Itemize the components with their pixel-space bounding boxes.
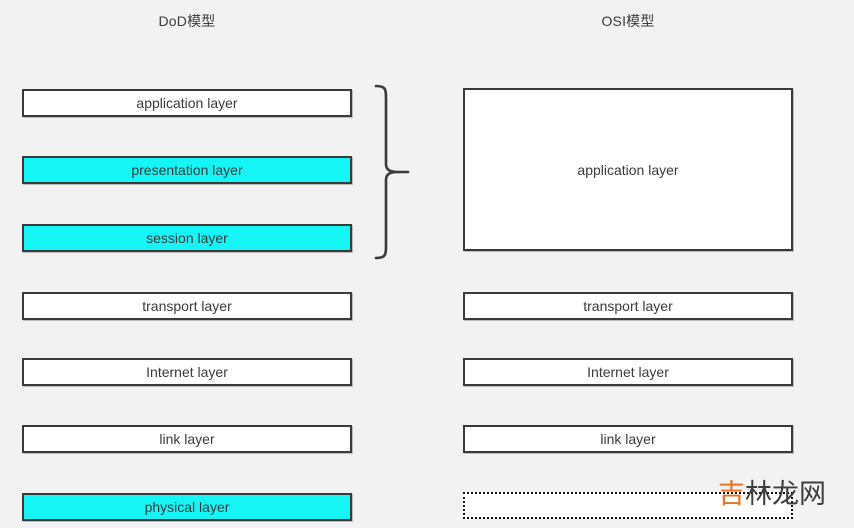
osi-layer-application-label: application layer [577,161,679,178]
watermark-accent-text: 吉 [718,479,745,510]
dod-layer-link[interactable]: link layer [22,425,352,453]
dod-layer-session[interactable]: session layer [22,224,352,252]
dod-layer-application[interactable]: application layer [22,89,352,117]
dod-layer-transport-label: transport layer [142,298,232,314]
osi-layer-application[interactable]: application layer [463,88,793,251]
watermark: 吉林龙网 [718,472,826,511]
curly-brace-right-icon [372,80,416,264]
dod-layer-physical-label: physical layer [144,499,230,515]
dod-layer-transport[interactable]: transport layer [22,292,352,320]
osi-layer-internet-label: Internet layer [587,364,669,380]
dod-layer-presentation[interactable]: presentation layer [22,156,352,184]
dod-layer-internet[interactable]: Internet layer [22,358,352,386]
watermark-rest-text: 林龙网 [745,479,826,510]
osi-layer-link-label: link layer [600,431,656,447]
osi-layer-transport-label: transport layer [583,298,673,314]
dod-layer-internet-label: Internet layer [146,364,228,380]
dod-layer-application-label: application layer [136,95,238,111]
column-title-dod: DoD模型 [158,13,216,29]
dod-layer-session-label: session layer [146,230,228,246]
dod-layer-presentation-label: presentation layer [131,162,243,178]
osi-layer-link[interactable]: link layer [463,425,793,453]
column-title-osi: OSI模型 [601,13,655,29]
osi-layer-physical-dotted[interactable] [463,492,793,519]
dod-layer-physical[interactable]: physical layer [22,493,352,521]
dod-layer-link-label: link layer [159,431,215,447]
osi-layer-transport[interactable]: transport layer [463,292,793,320]
osi-layer-internet[interactable]: Internet layer [463,358,793,386]
